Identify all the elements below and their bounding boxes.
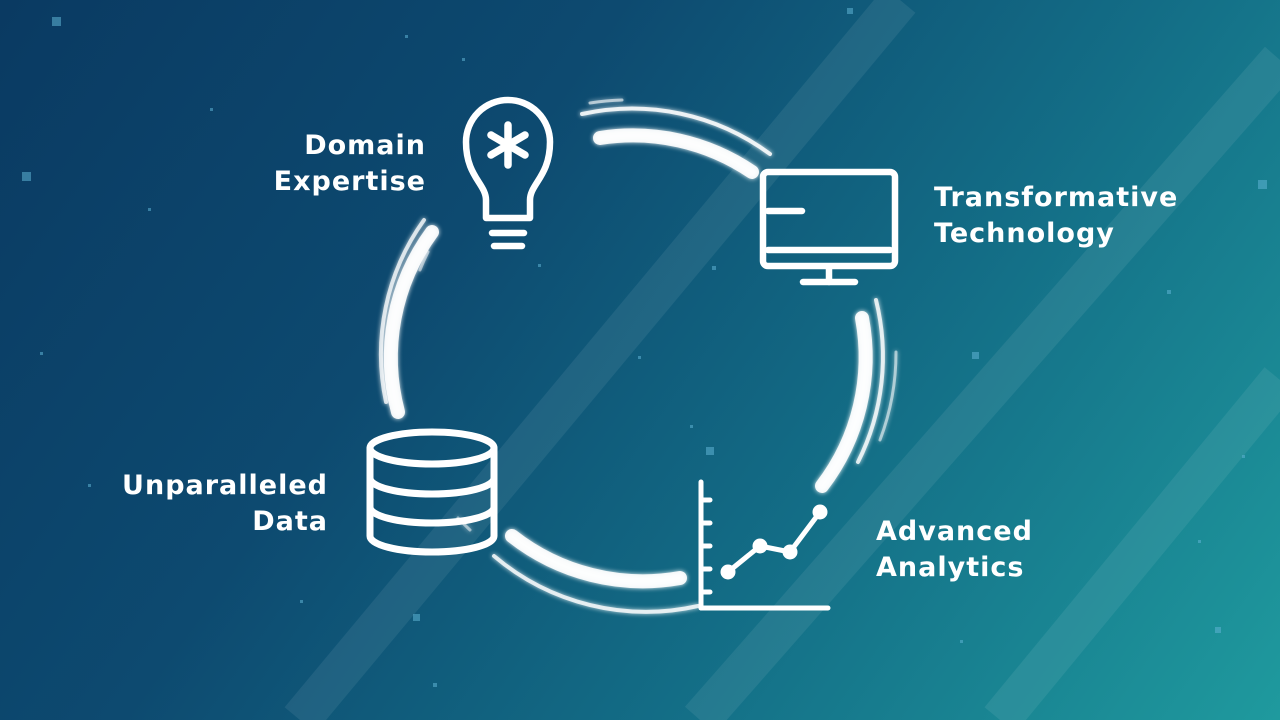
background-streaks — [284, 0, 1280, 720]
label-unparalleled-data-line2: Data — [252, 506, 328, 537]
label-advanced-analytics-line2: Analytics — [876, 552, 1025, 583]
label-transformative-technology-line2: Technology — [934, 218, 1115, 249]
label-unparalleled-data: Unparalleled Data — [100, 468, 328, 540]
label-unparalleled-data-line1: Unparalleled — [122, 470, 328, 501]
monitor-icon — [759, 168, 899, 286]
database-icon — [366, 428, 498, 556]
label-advanced-analytics-line1: Advanced — [876, 516, 1033, 547]
label-advanced-analytics: Advanced Analytics — [876, 514, 1126, 586]
label-domain-expertise-line1: Domain — [304, 130, 426, 161]
background-particles — [22, 8, 1267, 687]
label-transformative-technology-line1: Transformative — [934, 182, 1179, 213]
lightbulb-icon — [462, 96, 554, 250]
cycle-ring — [378, 98, 898, 614]
label-domain-expertise: Domain Expertise — [230, 128, 426, 200]
line-chart-icon — [698, 479, 831, 611]
label-domain-expertise-line2: Expertise — [273, 166, 426, 197]
label-transformative-technology: Transformative Technology — [934, 180, 1234, 252]
